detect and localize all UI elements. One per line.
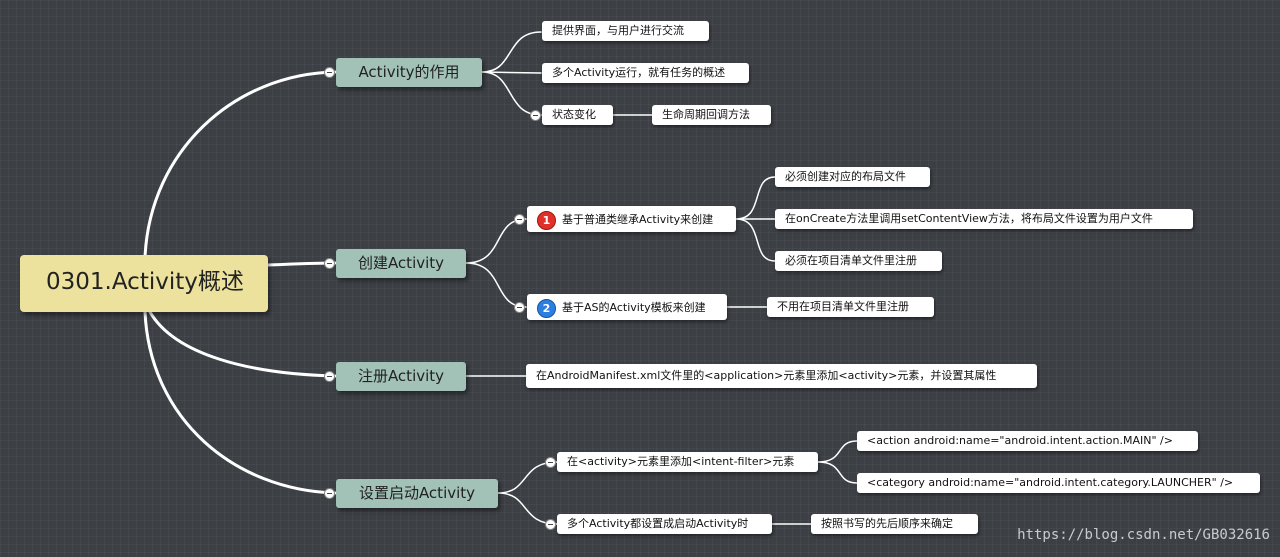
leaf-label: <category android:name="android.intent.c… xyxy=(867,476,1234,489)
topic-label: Activity的作用 xyxy=(358,63,460,81)
topic-activity-role[interactable]: Activity的作用 xyxy=(336,58,482,87)
collapse-icon[interactable] xyxy=(324,258,335,269)
leaf-action-main[interactable]: <action android:name="android.intent.act… xyxy=(857,431,1198,451)
leaf-manifest-activity[interactable]: 在AndroidManifest.xml文件里的<application>元素里… xyxy=(526,364,1037,388)
leaf-create-by-inheritance[interactable]: 1 基于普通类继承Activity来创建 xyxy=(527,206,736,232)
link-topic1-child3 xyxy=(481,71,542,116)
leaf-intent-filter[interactable]: 在<activity>元素里添加<intent-filter>元素 xyxy=(557,452,818,472)
link-intent-leaf1 xyxy=(817,440,858,463)
link-root-topic-3 xyxy=(148,310,337,378)
priority-1-icon: 1 xyxy=(537,210,556,230)
priority-2-icon: 2 xyxy=(537,298,556,318)
leaf-label: 多个Activity都设置成启动Activity时 xyxy=(567,517,749,530)
collapse-icon[interactable] xyxy=(324,371,335,382)
leaf-label: 基于普通类继承Activity来创建 xyxy=(562,213,714,226)
leaf-label: 基于AS的Activity模板来创建 xyxy=(562,301,706,314)
link-intent-leaf2 xyxy=(817,461,858,484)
collapse-icon[interactable] xyxy=(545,519,556,530)
topic-register-activity[interactable]: 注册Activity xyxy=(336,362,466,391)
leaf-label: 生命周期回调方法 xyxy=(662,108,750,121)
leaf-task-overview[interactable]: 多个Activity运行，就有任务的概述 xyxy=(542,63,749,83)
link-create1-leaf3 xyxy=(735,218,776,262)
leaf-label: 按照书写的先后顺序来确定 xyxy=(821,517,953,530)
leaf-label: 提供界面，与用户进行交流 xyxy=(552,24,684,37)
collapse-icon[interactable] xyxy=(514,214,525,225)
link-create1-leaf1 xyxy=(735,176,776,220)
leaf-label: 状态变化 xyxy=(552,108,596,121)
root-node[interactable]: 0301.Activity概述 xyxy=(20,255,268,312)
leaf-layout-file[interactable]: 必须创建对应的布局文件 xyxy=(775,167,930,187)
leaf-label: 多个Activity运行，就有任务的概述 xyxy=(552,66,726,79)
watermark-text: https://blog.csdn.net/GB032616 xyxy=(1017,527,1270,543)
root-label: 0301.Activity概述 xyxy=(46,269,244,295)
topic-label: 注册Activity xyxy=(357,367,445,385)
leaf-label: <action android:name="android.intent.act… xyxy=(867,434,1173,447)
leaf-label: 在<activity>元素里添加<intent-filter>元素 xyxy=(567,455,795,468)
leaf-label: 必须创建对应的布局文件 xyxy=(785,170,906,183)
leaf-multiple-launch[interactable]: 多个Activity都设置成启动Activity时 xyxy=(557,514,772,534)
collapse-icon[interactable] xyxy=(530,110,541,121)
link-root-topic-4 xyxy=(143,310,337,495)
leaf-must-register[interactable]: 必须在项目清单文件里注册 xyxy=(775,251,942,271)
topic-create-activity[interactable]: 创建Activity xyxy=(336,249,466,278)
leaf-provide-ui[interactable]: 提供界面，与用户进行交流 xyxy=(542,21,709,41)
collapse-icon[interactable] xyxy=(545,457,556,468)
leaf-lifecycle-callbacks[interactable]: 生命周期回调方法 xyxy=(652,105,771,125)
leaf-create-by-template[interactable]: 2 基于AS的Activity模板来创建 xyxy=(527,294,727,320)
collapse-icon[interactable] xyxy=(324,488,335,499)
topic-label: 设置启动Activity xyxy=(358,484,476,502)
leaf-state-change[interactable]: 状态变化 xyxy=(542,105,613,125)
leaf-category-launcher[interactable]: <category android:name="android.intent.c… xyxy=(857,473,1260,493)
collapse-icon[interactable] xyxy=(514,302,525,313)
link-topic1-child1 xyxy=(481,31,542,73)
link-topic2-child2 xyxy=(465,262,527,308)
leaf-no-register[interactable]: 不用在项目清单文件里注册 xyxy=(767,297,934,317)
leaf-label: 不用在项目清单文件里注册 xyxy=(777,300,909,313)
leaf-label: 在AndroidManifest.xml文件里的<application>元素里… xyxy=(536,369,997,382)
link-topic1-child2 xyxy=(481,71,542,74)
topic-launch-activity[interactable]: 设置启动Activity xyxy=(336,479,498,508)
leaf-label: 在onCreate方法里调用setContentView方法，将布局文件设置为用… xyxy=(785,212,1153,225)
leaf-order-of-writing[interactable]: 按照书写的先后顺序来确定 xyxy=(811,514,978,534)
leaf-set-content-view[interactable]: 在onCreate方法里调用setContentView方法，将布局文件设置为用… xyxy=(775,209,1193,229)
leaf-label: 必须在项目清单文件里注册 xyxy=(785,254,917,267)
link-root-topic-1 xyxy=(143,70,337,259)
link-topic2-child1 xyxy=(465,218,527,264)
topic-label: 创建Activity xyxy=(357,254,445,272)
collapse-icon[interactable] xyxy=(324,67,335,78)
